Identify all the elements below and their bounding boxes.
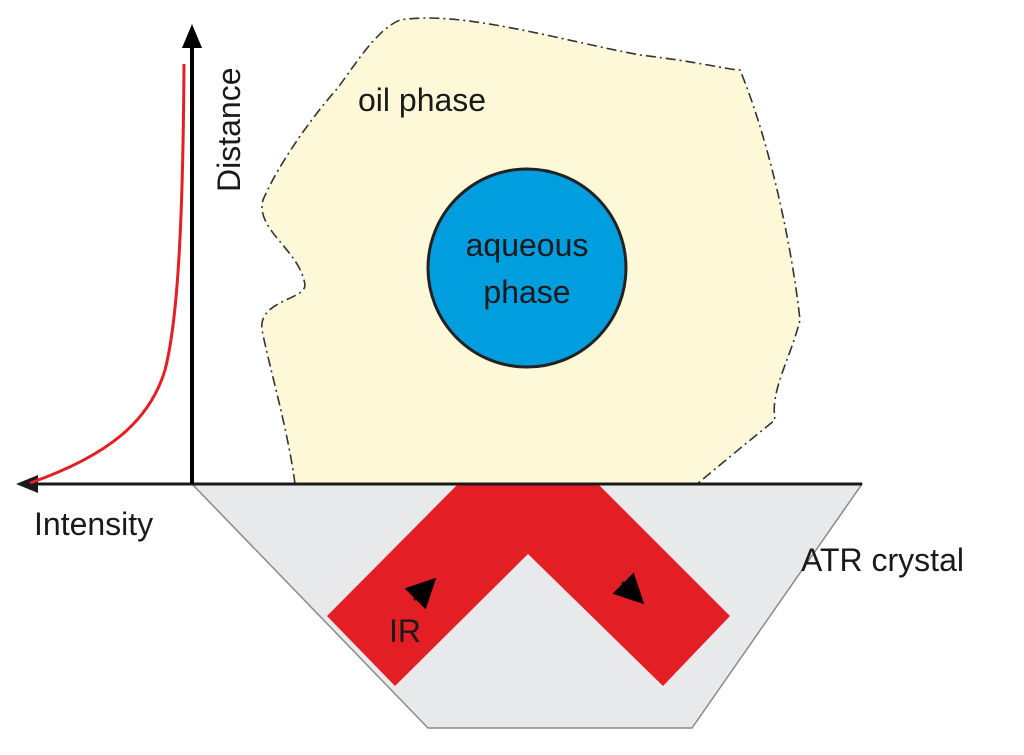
oil-phase-label: oil phase xyxy=(358,82,486,118)
intensity-axis-arrowhead xyxy=(16,475,38,493)
ir-direction-arrow-in xyxy=(404,577,437,610)
ir-direction-arrow-out xyxy=(612,572,645,605)
intensity-axis-label: Intensity xyxy=(34,506,153,542)
distance-axis-label: Distance xyxy=(211,68,247,193)
aqueous-phase-label-line1: aqueous xyxy=(466,227,589,263)
aqueous-phase-label-line2: phase xyxy=(483,274,570,310)
aqueous-phase-droplet xyxy=(426,167,628,369)
atr-crystal-label: ATR crystal xyxy=(801,542,964,578)
ir-beam xyxy=(327,484,730,686)
distance-axis-arrowhead xyxy=(182,24,202,48)
intensity-decay-curve xyxy=(29,63,186,485)
ir-label: IR xyxy=(389,613,421,649)
